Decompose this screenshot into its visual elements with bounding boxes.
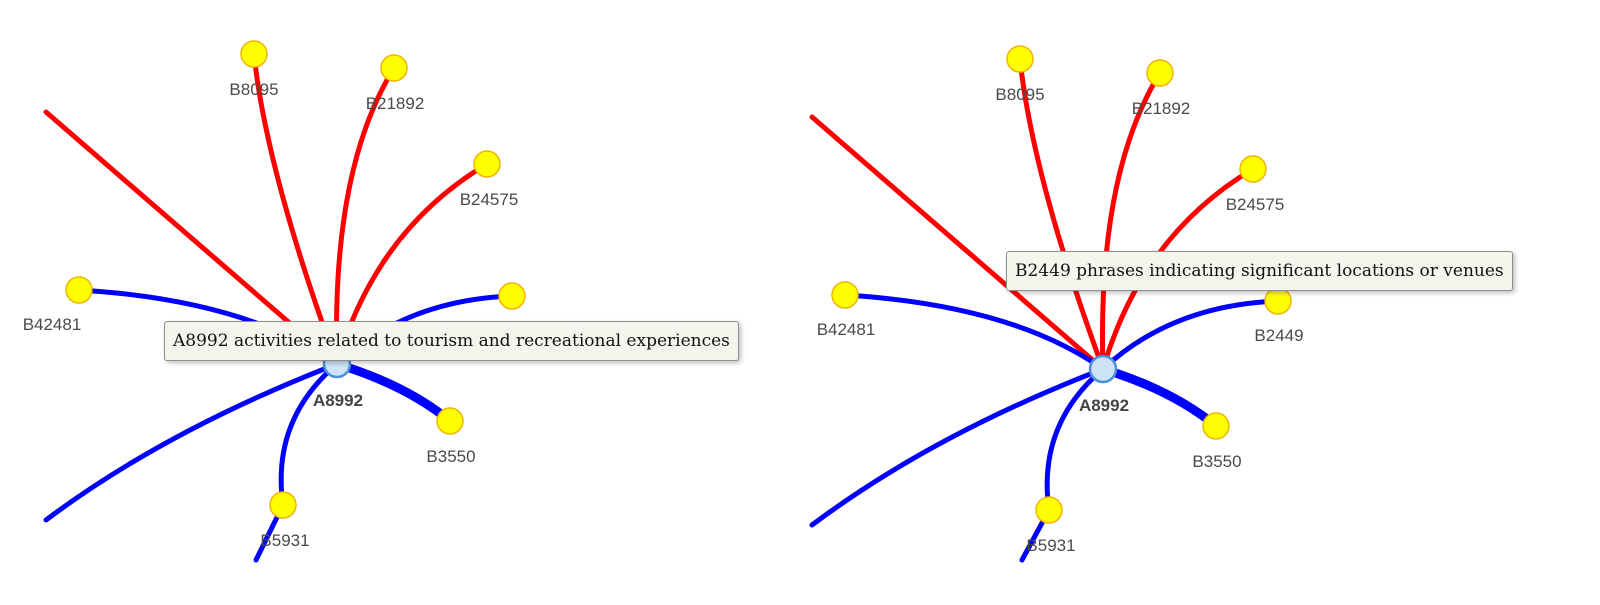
edge-a8992-b8095 bbox=[251, 51, 340, 367]
node-a8992[interactable] bbox=[1088, 354, 1118, 384]
label-b3550: B3550 bbox=[426, 447, 475, 466]
edge-a8992-b5931 bbox=[1044, 366, 1106, 513]
node-b8095[interactable] bbox=[240, 40, 268, 68]
graph-canvas-right[interactable]: B8095 B21892 B24575 B42481 B2449 A8992 B… bbox=[809, 0, 1572, 563]
node-b5931[interactable] bbox=[269, 491, 297, 519]
node-tooltip-right: B2449 phrases indicating significant loc… bbox=[1006, 251, 1513, 291]
edge-a8992-b5931 bbox=[278, 361, 340, 508]
node-tooltip-left: A8992 activities related to tourism and … bbox=[164, 321, 739, 361]
edge-a8992-offscreen-blue bbox=[809, 366, 1106, 528]
label-b42481: B42481 bbox=[817, 320, 876, 339]
node-b42481[interactable] bbox=[831, 281, 859, 309]
edge-a8992-offscreen-blue bbox=[43, 361, 340, 523]
node-b42481[interactable] bbox=[65, 276, 93, 304]
label-a8992: A8992 bbox=[313, 391, 363, 410]
graph-panel-right[interactable]: B8095 B21892 B24575 B42481 B2449 A8992 B… bbox=[809, 0, 1572, 563]
label-b5931: B5931 bbox=[1026, 536, 1075, 555]
edge-a8992-b21892 bbox=[334, 65, 397, 367]
label-b21892: B21892 bbox=[366, 94, 425, 113]
node-b24575[interactable] bbox=[1239, 155, 1267, 183]
edge-a8992-offscreen-red bbox=[809, 114, 1106, 372]
node-b2449[interactable] bbox=[1264, 287, 1292, 315]
label-b24575: B24575 bbox=[1226, 195, 1285, 214]
label-b2449: B2449 bbox=[1254, 326, 1303, 345]
node-b21892[interactable] bbox=[380, 54, 408, 82]
label-b3550: B3550 bbox=[1192, 452, 1241, 471]
graph-panel-left[interactable]: B8095 B21892 B24575 B42481 A8992 B3550 B… bbox=[23, 0, 806, 563]
node-b3550[interactable] bbox=[436, 407, 464, 435]
label-b8095: B8095 bbox=[229, 80, 278, 99]
label-b21892: B21892 bbox=[1132, 99, 1191, 118]
edge-a8992-b21892 bbox=[1100, 70, 1163, 372]
node-b8095[interactable] bbox=[1006, 45, 1034, 73]
edge-a8992-b8095 bbox=[1017, 56, 1106, 372]
node-b5931[interactable] bbox=[1035, 496, 1063, 524]
label-b8095: B8095 bbox=[995, 85, 1044, 104]
node-b21892[interactable] bbox=[1146, 59, 1174, 87]
node-b2449[interactable] bbox=[498, 282, 526, 310]
label-b5931: B5931 bbox=[260, 531, 309, 550]
node-b3550[interactable] bbox=[1202, 412, 1230, 440]
graph-canvas-left[interactable]: B8095 B21892 B24575 B42481 A8992 B3550 B… bbox=[23, 0, 806, 563]
label-a8992: A8992 bbox=[1079, 396, 1129, 415]
label-b24575: B24575 bbox=[460, 190, 519, 209]
node-b24575[interactable] bbox=[473, 150, 501, 178]
edge-a8992-b2449 bbox=[1100, 298, 1281, 372]
edge-a8992-b42481 bbox=[842, 292, 1106, 372]
label-b42481: B42481 bbox=[23, 315, 82, 334]
